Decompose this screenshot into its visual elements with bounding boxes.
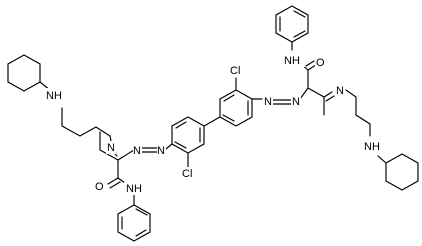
- imine-double-right-a: [323, 91, 333, 98]
- ring-upper-inner-3: [222, 114, 235, 122]
- atom-label-o-amide-right: O: [316, 57, 325, 69]
- imine-double-right-b: [325, 95, 335, 102]
- phenyl-ring-top-right: [275, 5, 309, 43]
- ring-lower-inner-1: [175, 121, 187, 129]
- atom-labels: NH N N N O NH Cl Cl N N NH O N NH: [44, 54, 385, 195]
- biaryl-bond: [203, 116, 221, 127]
- atom-label-n-azo-right-1: N: [264, 96, 272, 108]
- carbonyl-double-right-a: [307, 64, 317, 71]
- bond-lines: [7, 5, 419, 242]
- atom-label-o-amide-left: O: [95, 181, 104, 193]
- phenyl-ring-bottom-left: [117, 204, 151, 242]
- phenyl-bottom-left-inner-1: [135, 208, 148, 216]
- atom-label-nh-amide-right: NH: [284, 55, 300, 67]
- atom-label-cl-top: Cl: [230, 65, 240, 77]
- bond-azo-ring-left: [165, 143, 173, 150]
- atom-label-n-imine-left: N: [107, 142, 115, 154]
- ring-lower-inner-3: [174, 141, 187, 149]
- ring-upper-inner-1: [223, 94, 235, 102]
- phenyl-top-right-inner-2: [293, 10, 306, 18]
- atom-label-n-azo-left-1: N: [133, 145, 141, 157]
- atom-label-n-imine-right: N: [336, 85, 344, 97]
- bond-nh-cyclohexyl-right: [377, 155, 387, 164]
- biphenyl-ring-upper: [219, 89, 253, 127]
- propyl-chain-left: [61, 107, 111, 137]
- atom-label-cl-left: Cl: [182, 168, 192, 180]
- bond-imine-c-alpha-left: [99, 149, 119, 161]
- atom-label-nh-cyclohexyl-left: NH: [46, 90, 62, 102]
- carbonyl-double-right-b: [305, 60, 315, 67]
- atom-label-n-azo-right-2: N: [292, 96, 300, 108]
- propyl-chain-right: [345, 89, 371, 137]
- phenyl-bottom-left-inner-2: [135, 229, 147, 237]
- biphenyl-ring-lower: [171, 116, 205, 154]
- atom-label-nh-cyclohexyl-right: NH: [364, 141, 380, 153]
- cyclohexane-ring-right: [385, 153, 419, 191]
- bond-alpha-azo-left: [117, 149, 135, 161]
- carbonyl-double-left-b: [109, 181, 121, 189]
- phenyl-top-right-inner-3: [293, 30, 306, 38]
- bond-azo-alpha-right: [299, 87, 309, 100]
- bond-alpha-imine-c-right: [307, 87, 325, 98]
- atom-label-nh-amide-left: NH: [126, 183, 142, 195]
- atom-label-n-azo-left-2: N: [157, 145, 165, 157]
- cyclohexane-ring-left: [7, 54, 41, 92]
- carbonyl-double-left-a: [107, 177, 119, 185]
